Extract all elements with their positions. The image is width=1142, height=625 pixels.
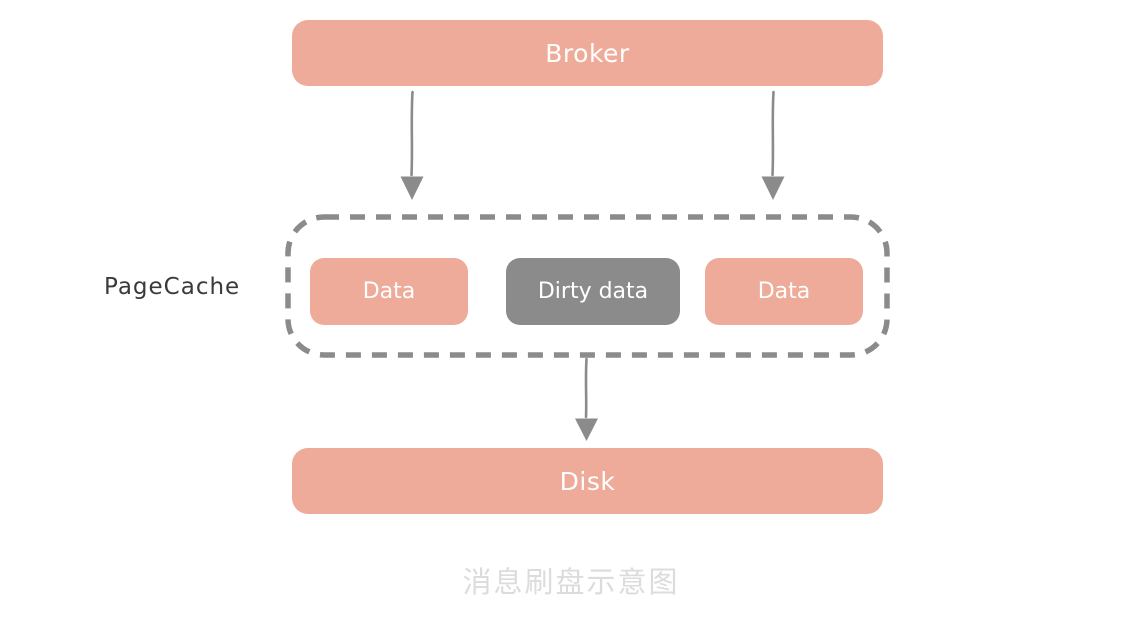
cache-cell-data-right[interactable]: Data	[705, 258, 863, 325]
cache-cell-label: Data	[757, 278, 811, 304]
pagecache-dashed-border	[285, 214, 890, 358]
pagecache-label: PageCache	[104, 274, 241, 300]
cache-cell-label: Dirty data	[537, 278, 649, 304]
cache-cell-label: Data	[362, 278, 416, 304]
arrow-dirty-data-to-disk	[575, 357, 598, 441]
cache-cell-dirty-data[interactable]: Dirty data	[506, 258, 680, 325]
disk-node[interactable]: Disk	[292, 448, 883, 514]
broker-node-label: Broker	[545, 38, 630, 68]
arrow-broker-to-pagecache-right	[761, 90, 785, 200]
cache-cell-data-left[interactable]: Data	[310, 258, 468, 325]
disk-node-label: Disk	[559, 466, 616, 496]
arrow-broker-to-pagecache-left	[400, 90, 424, 200]
pagecache-container	[285, 214, 890, 358]
broker-node[interactable]: Broker	[292, 20, 883, 86]
diagram-caption: 消息刷盘示意图	[462, 565, 680, 599]
